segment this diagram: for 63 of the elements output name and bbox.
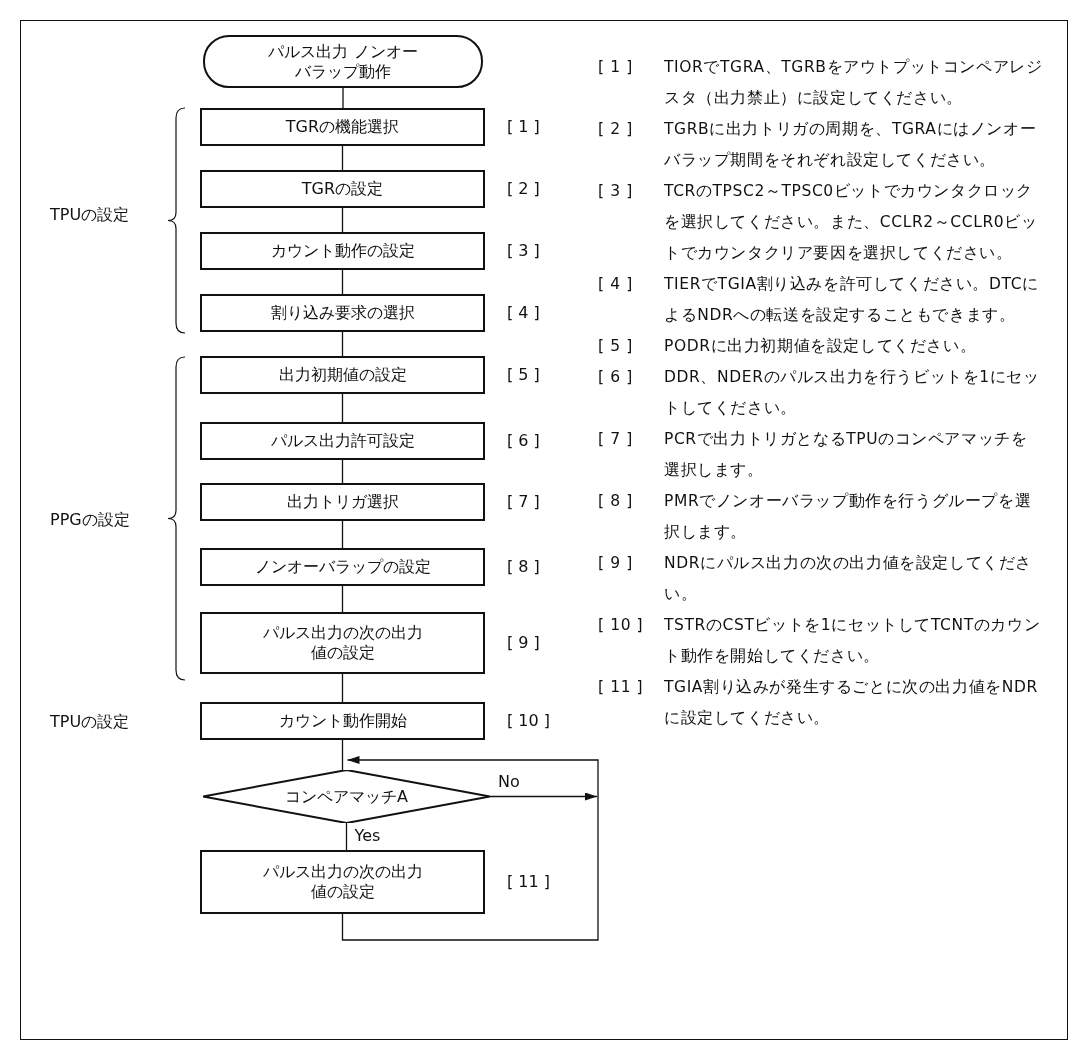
group-label: TPUの設定 bbox=[50, 205, 130, 226]
connector-line bbox=[341, 756, 599, 941]
note-text: TIERでTGIA割り込みを許可してください。DTCによるNDRへの転送を設定することもできます。 bbox=[664, 274, 1040, 326]
note-number: [ 4 ] bbox=[598, 274, 634, 295]
process-box: 出力トリガ選択 bbox=[200, 483, 485, 521]
connector-line bbox=[342, 87, 344, 109]
step-number: [ 8 ] bbox=[507, 557, 540, 576]
process-box: 割り込み要求の選択 bbox=[200, 294, 485, 332]
connector-line bbox=[341, 459, 344, 484]
process-box: カウント動作開始 bbox=[200, 702, 485, 740]
note-text: TCRのTPSC2～TPSC0ビットでカウンタクロックを選択してください。また、CCLR2～CCLR0ビットでカウンタクリア要因を選択してください。 bbox=[664, 181, 1039, 264]
connector-line bbox=[341, 393, 344, 423]
note-text: TGIA割り込みが発生するごとに次の出力値をNDRに設定してください。 bbox=[664, 677, 1039, 729]
connector-line bbox=[341, 739, 344, 771]
process-box: TGRの機能選択 bbox=[200, 108, 485, 146]
note-number: [ 6 ] bbox=[598, 367, 634, 388]
note-number: [ 11 ] bbox=[598, 677, 645, 698]
note-number: [ 5 ] bbox=[598, 336, 634, 357]
connector-line bbox=[341, 585, 344, 613]
step-number: [ 10 ] bbox=[507, 711, 550, 730]
process-box: パルス出力の次の出力値の設定 bbox=[200, 612, 485, 674]
step-number: [ 5 ] bbox=[507, 365, 540, 384]
step-number: [ 2 ] bbox=[507, 179, 540, 198]
process-box: ノンオーバラップの設定 bbox=[200, 548, 485, 586]
step-number: [ 3 ] bbox=[507, 241, 540, 260]
step-number: [ 4 ] bbox=[507, 303, 540, 322]
note-text: NDRにパルス出力の次の出力値を設定してください。 bbox=[664, 553, 1034, 605]
note-number: [ 2 ] bbox=[598, 119, 634, 140]
process-box: TGRの設定 bbox=[200, 170, 485, 208]
note-number: [ 8 ] bbox=[598, 491, 634, 512]
terminal-shape: パルス出力 ノンオーバラップ動作 bbox=[203, 35, 483, 88]
group-label: TPUの設定 bbox=[50, 712, 130, 733]
connector-line bbox=[489, 792, 598, 801]
process-box: パルス出力許可設定 bbox=[200, 422, 485, 460]
step-number: [ 6 ] bbox=[507, 431, 540, 450]
note-text: PMRでノンオーバラップ動作を行うグループを選択します。 bbox=[664, 491, 1033, 543]
connector-line bbox=[341, 269, 344, 295]
connector-line bbox=[341, 145, 344, 171]
connector-line bbox=[341, 520, 344, 549]
note-number: [ 1 ] bbox=[598, 57, 634, 78]
process-box: パルス出力の次の出力値の設定 bbox=[200, 850, 485, 914]
note-number: [ 7 ] bbox=[598, 429, 634, 450]
step-number: [ 1 ] bbox=[507, 117, 540, 136]
note-number: [ 3 ] bbox=[598, 181, 634, 202]
note-text: DDR、NDERのパルス出力を行うビットを1にセットしてください。 bbox=[664, 367, 1041, 419]
step-number: [ 11 ] bbox=[507, 872, 550, 891]
process-box: 出力初期値の設定 bbox=[200, 356, 485, 394]
connector-line bbox=[345, 822, 348, 851]
step-number: [ 7 ] bbox=[507, 492, 540, 511]
group-label: PPGの設定 bbox=[50, 510, 130, 531]
decision-diamond: コンペアマッチA bbox=[203, 770, 490, 823]
note-text: TGRBに出力トリガの周期を、TGRAにはノンオーバラップ期間をそれぞれ設定してください。 bbox=[664, 119, 1038, 171]
connector-line bbox=[341, 673, 344, 703]
connector-line bbox=[341, 331, 344, 357]
note-number: [ 10 ] bbox=[598, 615, 645, 636]
process-box: カウント動作の設定 bbox=[200, 232, 485, 270]
note-text: TSTRのCSTビットを1にセットしてTCNTのカウント動作を開始してください。 bbox=[664, 615, 1042, 667]
note-text: TIORでTGRA、TGRBをアウトプットコンペアレジスタ（出力禁止）に設定してください。 bbox=[664, 57, 1044, 109]
connector-line bbox=[341, 207, 344, 233]
note-text: PODRに出力初期値を設定してください。 bbox=[664, 336, 978, 357]
note-number: [ 9 ] bbox=[598, 553, 634, 574]
step-number: [ 9 ] bbox=[507, 633, 540, 652]
note-text: PCRで出力トリガとなるTPUのコンペアマッチを選択します。 bbox=[664, 429, 1029, 481]
